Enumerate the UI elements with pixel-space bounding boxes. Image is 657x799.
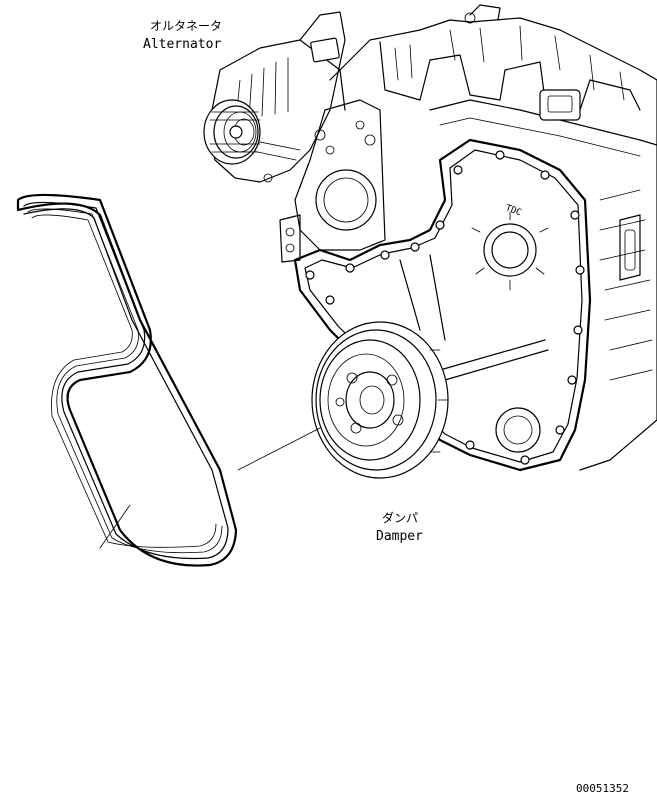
timing-cover: TDC [293,138,592,472]
alternator-label: オルタネータ Alternator [143,19,222,52]
damper-label: ダンパ Damper [376,510,423,544]
tdc-mark-text: TDC [504,203,523,218]
alternator-pulley [203,99,261,165]
leader-lines [99,427,321,549]
tdc-pulley-seal [471,211,549,291]
engine-block [329,4,657,471]
damper-jp-text: ダンパ [382,510,418,525]
alternator-jp-text: オルタネータ [150,19,222,33]
alternator [203,11,346,183]
damper-en-text: Damper [376,529,423,544]
alternator-en-text: Alternator [143,37,221,52]
damper [311,321,449,479]
front-plate [279,99,386,263]
drawing-number: 00051352 [576,782,629,795]
drive-belt [16,193,238,567]
